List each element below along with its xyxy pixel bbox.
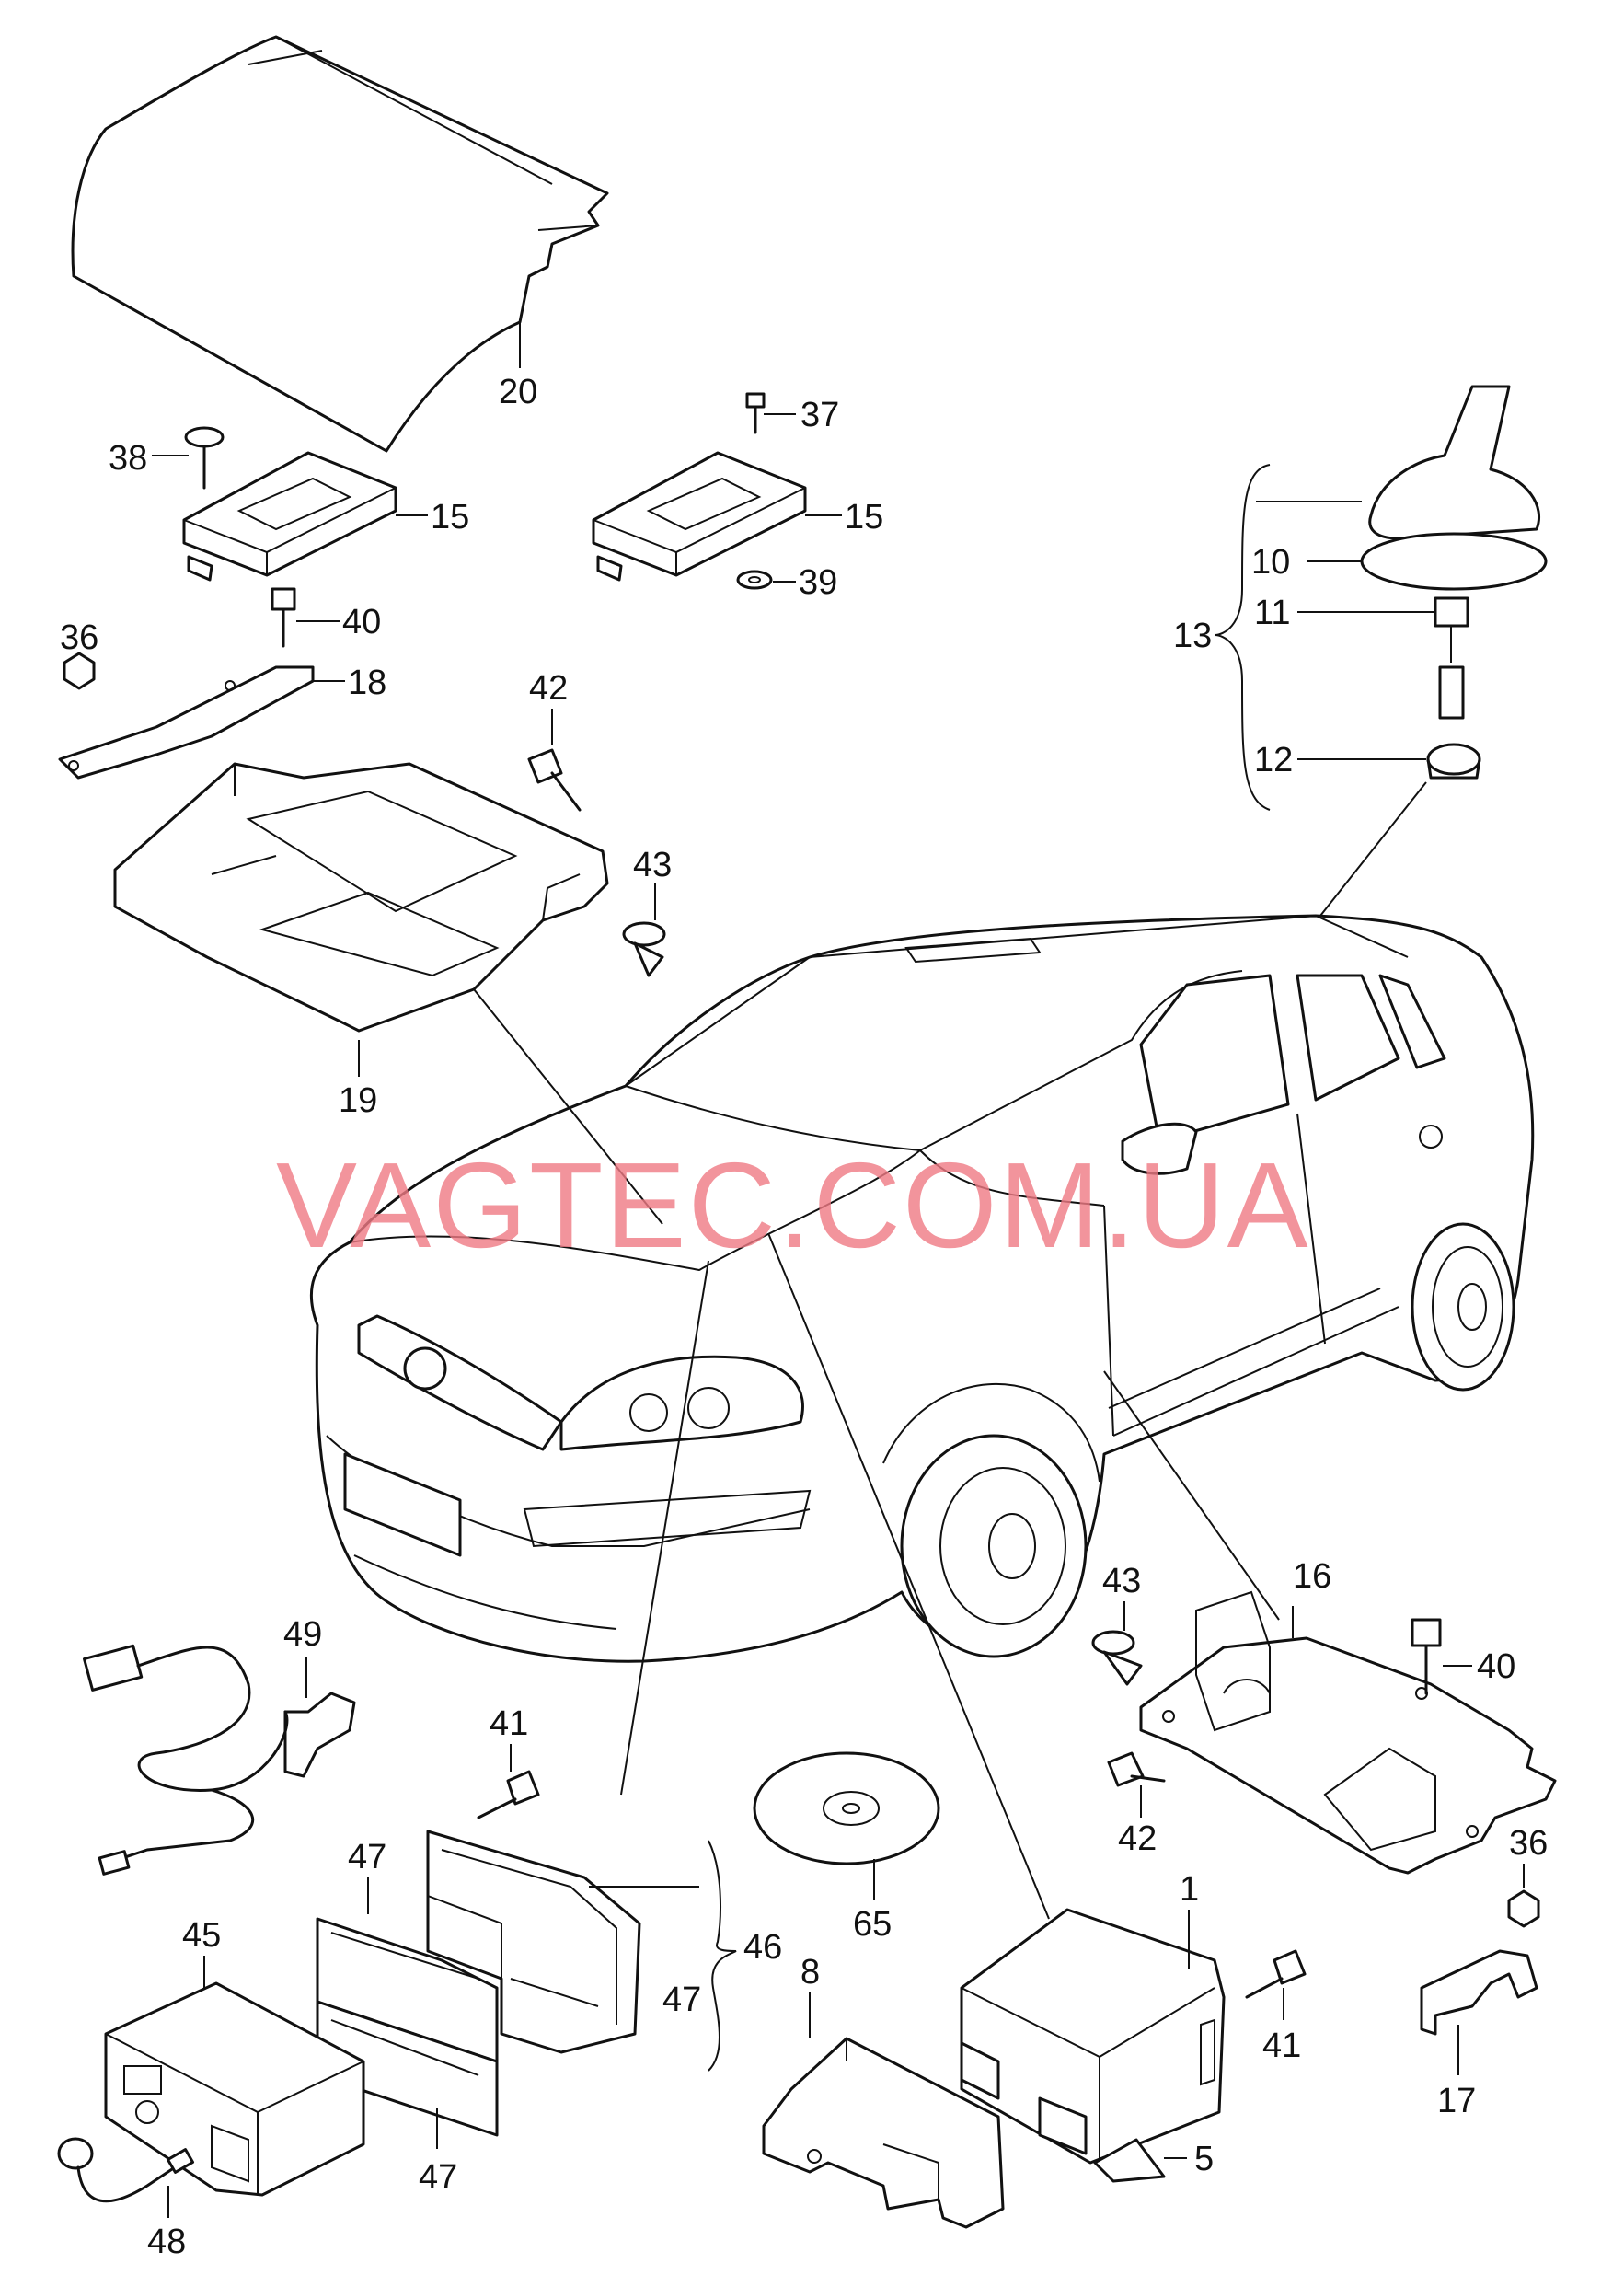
label-43-right: 43 — [1102, 1562, 1141, 1600]
part-43-clip-top — [622, 921, 666, 977]
label-41-right: 41 — [1262, 2027, 1301, 2065]
part-41-screw-left — [477, 1770, 540, 1819]
label-37: 37 — [800, 396, 839, 434]
label-18: 18 — [348, 664, 386, 702]
leader-car-to-46 — [620, 1260, 709, 1796]
label-15-right: 15 — [845, 498, 883, 537]
label-13: 13 — [1173, 617, 1212, 655]
label-11: 11 — [1254, 594, 1290, 632]
label-19: 19 — [339, 1081, 377, 1120]
part-36-nut-right — [1507, 1889, 1540, 1928]
part-11-antenna-nut — [1434, 596, 1469, 720]
part-45-radio-unit — [104, 1981, 365, 2197]
label-46: 46 — [743, 1928, 782, 1967]
part-43-clip-right — [1091, 1630, 1143, 1686]
leader-antenna-to-car — [1319, 781, 1427, 917]
label-47-upper: 47 — [348, 1838, 386, 1877]
part-17-bracket — [1420, 1949, 1538, 2036]
label-45: 45 — [182, 1916, 221, 1955]
label-39: 39 — [799, 563, 837, 602]
label-49: 49 — [283, 1615, 322, 1654]
part-8-bracket — [762, 2037, 1005, 2229]
part-40-bolt-top — [271, 587, 296, 648]
label-42-top: 42 — [529, 669, 568, 708]
part-12-antenna-base — [1426, 743, 1481, 780]
part-47-frame-upper — [426, 1830, 641, 2054]
part-47-frame-lower — [316, 1917, 499, 2137]
part-1-control-unit — [960, 1908, 1226, 2165]
label-36-right: 36 — [1509, 1824, 1548, 1863]
part-37-screw — [745, 392, 766, 434]
part-42-screw-top — [527, 748, 582, 812]
label-43-top: 43 — [633, 846, 672, 884]
part-10-antenna-housing — [1360, 385, 1548, 591]
part-48-antenna-adapter — [57, 2137, 195, 2203]
label-17: 17 — [1437, 2082, 1476, 2120]
part-38-screw — [184, 426, 225, 490]
brace-46 — [708, 1840, 737, 2072]
label-5: 5 — [1194, 2140, 1214, 2178]
part-41-screw-right — [1245, 1949, 1307, 1999]
label-47-lower: 47 — [419, 2158, 457, 2197]
part-20-cover-panel — [71, 35, 609, 453]
label-12: 12 — [1254, 741, 1293, 780]
part-49-cable — [83, 1644, 356, 1876]
label-40-top: 40 — [342, 603, 381, 641]
label-41-left: 41 — [490, 1704, 528, 1743]
part-65-cd-disc — [753, 1751, 940, 1865]
brace-13 — [1214, 464, 1271, 811]
label-20: 20 — [499, 373, 537, 411]
part-36-nut-top — [63, 652, 96, 690]
part-40-bolt-right — [1411, 1618, 1442, 1695]
leader-car-to-19 — [473, 988, 663, 1225]
part-18-bracket — [58, 665, 315, 780]
callout-labels: 20 37 38 15 15 39 40 36 18 42 43 19 10 1… — [60, 373, 1548, 2261]
part-5-cap — [1093, 2138, 1166, 2183]
label-16: 16 — [1293, 1557, 1331, 1596]
label-15-left: 15 — [431, 498, 469, 537]
part-39-washer — [736, 570, 773, 590]
label-40-right: 40 — [1477, 1647, 1515, 1686]
part-19-tray — [113, 762, 609, 1033]
label-38: 38 — [109, 439, 147, 478]
part-42-screw-right — [1107, 1751, 1166, 1787]
part-16-mounting-plate — [1139, 1590, 1557, 1875]
car-illustration — [309, 914, 1535, 1663]
label-8: 8 — [800, 1953, 820, 1992]
label-36-top: 36 — [60, 618, 98, 657]
label-47-right: 47 — [662, 1981, 701, 2019]
part-15-control-module-right — [592, 451, 807, 582]
label-48: 48 — [147, 2223, 186, 2261]
watermark-text: VAGTEC.COM.UA — [276, 1138, 1310, 1273]
label-42-right: 42 — [1118, 1819, 1157, 1858]
leader-car-to-1 — [767, 1232, 1050, 1920]
part-15-control-module-left — [182, 451, 397, 582]
label-65: 65 — [853, 1905, 892, 1944]
label-1: 1 — [1180, 1870, 1199, 1909]
leader-car-to-16 — [1103, 1370, 1280, 1621]
label-10: 10 — [1251, 543, 1290, 582]
